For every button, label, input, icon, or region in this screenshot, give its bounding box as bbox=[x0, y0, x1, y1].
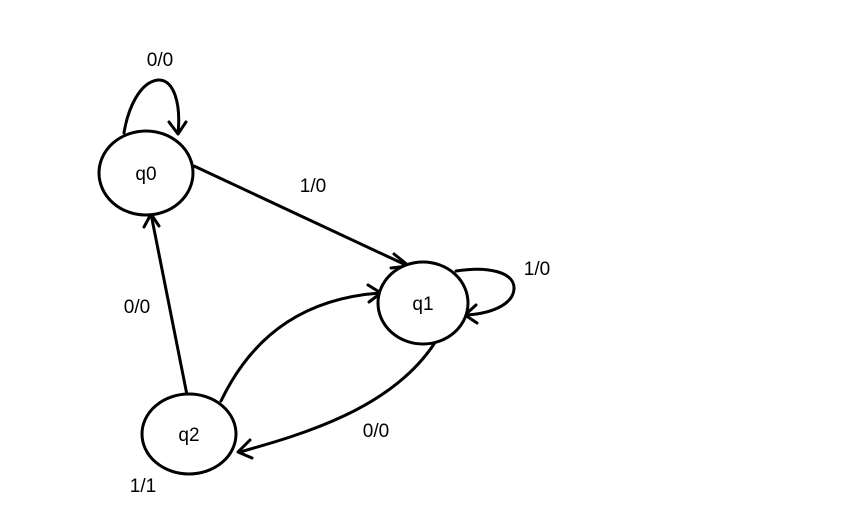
state-q0: q0 bbox=[97, 129, 195, 217]
transition-q2-q0 bbox=[142, 212, 189, 397]
state-label-q2: q2 bbox=[178, 425, 199, 446]
label-q0-q0: 0/0 bbox=[147, 50, 173, 71]
label-q2-q0: 0/0 bbox=[124, 297, 150, 318]
label-q1-q2: 0/0 bbox=[363, 421, 389, 442]
state-label-q0: q0 bbox=[135, 164, 156, 185]
transition-q2-q1 bbox=[219, 283, 383, 403]
transition-q0-q0 bbox=[122, 78, 188, 136]
state-q2: q2 bbox=[140, 392, 238, 476]
state-label-q1: q1 bbox=[412, 294, 433, 315]
transition-q1-q2 bbox=[236, 342, 436, 460]
label-q0-q1: 1/0 bbox=[300, 176, 326, 197]
label-q2-q1: 1/1 bbox=[130, 476, 156, 497]
state-q1: q1 bbox=[376, 260, 470, 346]
label-q1-q1: 1/0 bbox=[524, 259, 550, 280]
